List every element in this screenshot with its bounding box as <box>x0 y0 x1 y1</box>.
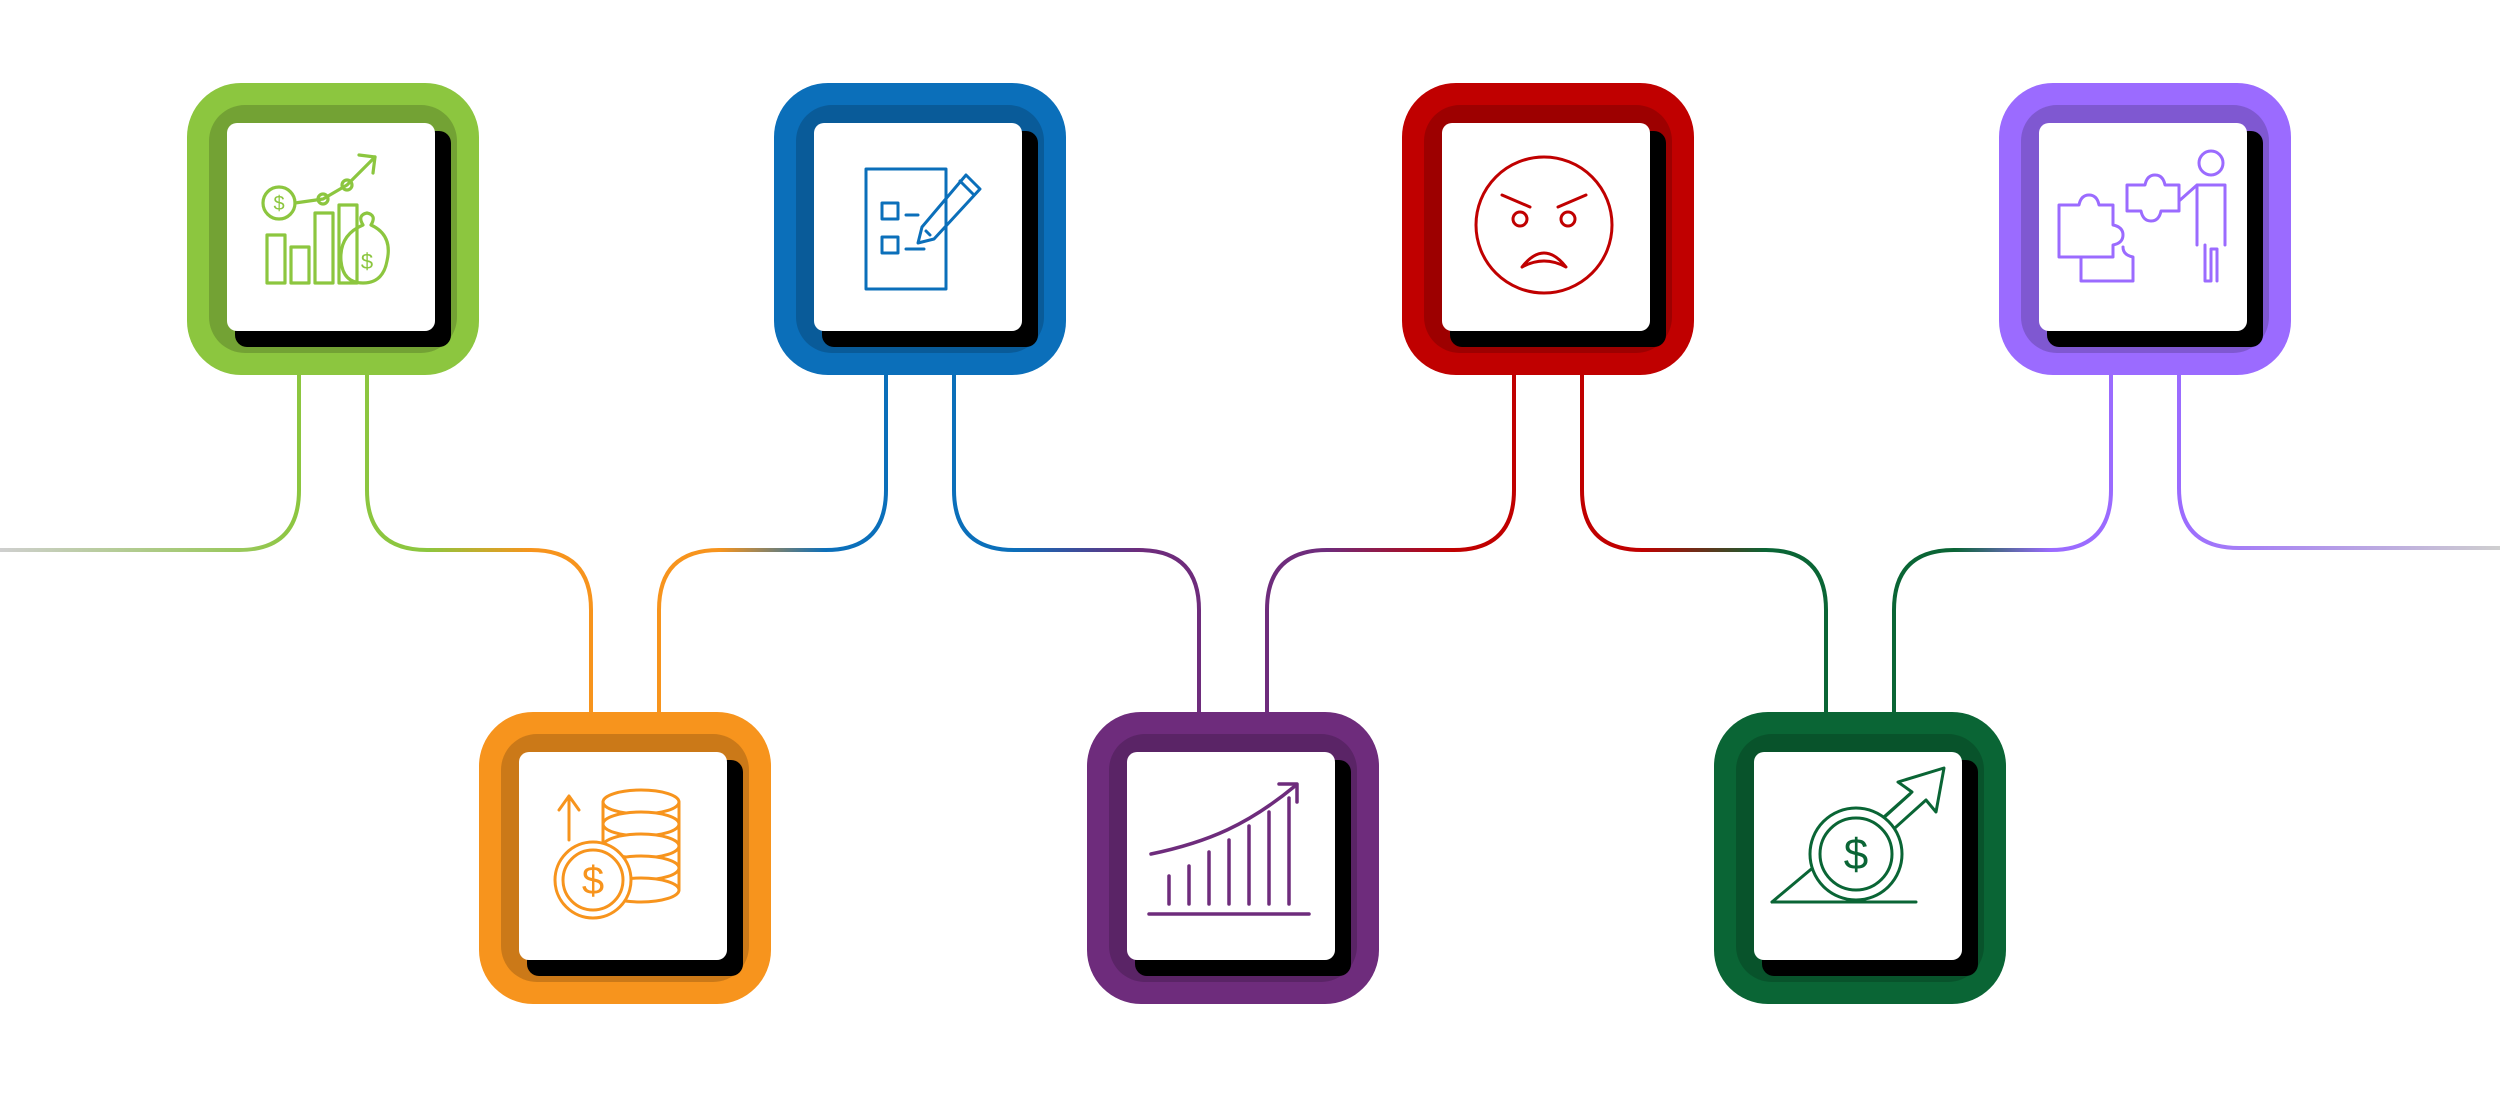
puzzle-person-icon <box>2057 149 2227 283</box>
step-node-growth-chart <box>1087 712 1379 1004</box>
connector-line <box>657 375 888 712</box>
connector-line <box>952 375 1201 712</box>
svg-text:$: $ <box>273 193 284 215</box>
svg-text:$: $ <box>582 859 604 903</box>
lead-in-line <box>0 375 301 552</box>
connector-line <box>1892 375 2113 712</box>
connector-line <box>1580 375 1828 712</box>
step-node-angry-face <box>1402 83 1694 375</box>
node-tile <box>227 123 435 331</box>
step-node-growth-investment: $$ <box>187 83 479 375</box>
growth-chart-icon <box>1147 782 1311 916</box>
coin-stack-icon: $ <box>553 788 681 920</box>
node-tile <box>1127 752 1335 960</box>
svg-text:$: $ <box>1844 830 1868 879</box>
connector-line <box>365 375 593 712</box>
node-tile <box>2039 123 2247 331</box>
connector-lines <box>0 375 2500 712</box>
checklist-pencil-icon <box>864 167 982 291</box>
svg-text:$: $ <box>361 249 373 274</box>
step-node-puzzle-person <box>1999 83 2291 375</box>
angry-face-icon <box>1474 155 1614 295</box>
node-tile <box>814 123 1022 331</box>
step-node-coin-stack: $ <box>479 712 771 1004</box>
dollar-arrow-icon: $ <box>1770 766 1946 904</box>
step-nodes: $$$$ <box>187 83 2291 1004</box>
node-tile <box>1442 123 1650 331</box>
lead-out-line <box>2177 375 2500 550</box>
step-node-dollar-growth: $ <box>1714 712 2006 1004</box>
investment-growth-icon: $$ <box>261 153 390 285</box>
connector-line <box>1265 375 1516 712</box>
step-node-checklist <box>774 83 1066 375</box>
